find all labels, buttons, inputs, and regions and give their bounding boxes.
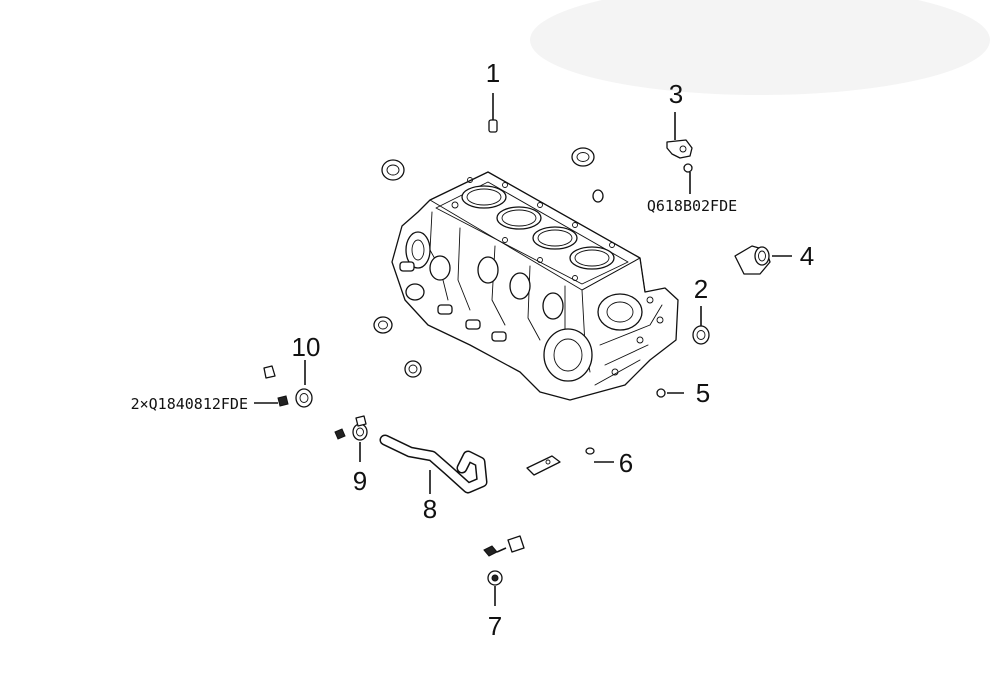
small-plug-top [592, 189, 604, 203]
part-5-plug [656, 388, 684, 398]
core-plug-top-right [571, 147, 595, 167]
part-9-clamp [334, 415, 368, 462]
callout-8: 8 [423, 494, 437, 524]
core-plug-top-left [381, 159, 405, 181]
part-code-3: Q618B02FDE [647, 197, 737, 215]
background-smudge [530, 0, 990, 95]
part-code-10: 2×Q1840812FDE [131, 395, 248, 413]
core-plug-lower [404, 360, 422, 378]
callout-6: 6 [619, 448, 633, 478]
callout-9: 9 [353, 466, 367, 496]
core-plug-left [373, 316, 393, 334]
callout-3: 3 [669, 79, 683, 109]
callout-2: 2 [694, 274, 708, 304]
callout-7: 7 [488, 611, 502, 641]
part-3-bracket [666, 112, 693, 194]
part-10-clamp [254, 360, 313, 408]
part-4-housing [734, 245, 792, 275]
part-7-nut [483, 545, 507, 606]
callout-10: 10 [292, 332, 321, 362]
engine-block [391, 171, 679, 401]
callout-1: 1 [486, 58, 500, 88]
part-8-hose [379, 434, 488, 494]
part-2-plug [692, 306, 710, 345]
callout-4: 4 [800, 241, 814, 271]
part-6-pipe [506, 447, 614, 572]
part-1-bolt [488, 93, 498, 133]
callout-5: 5 [696, 378, 710, 408]
